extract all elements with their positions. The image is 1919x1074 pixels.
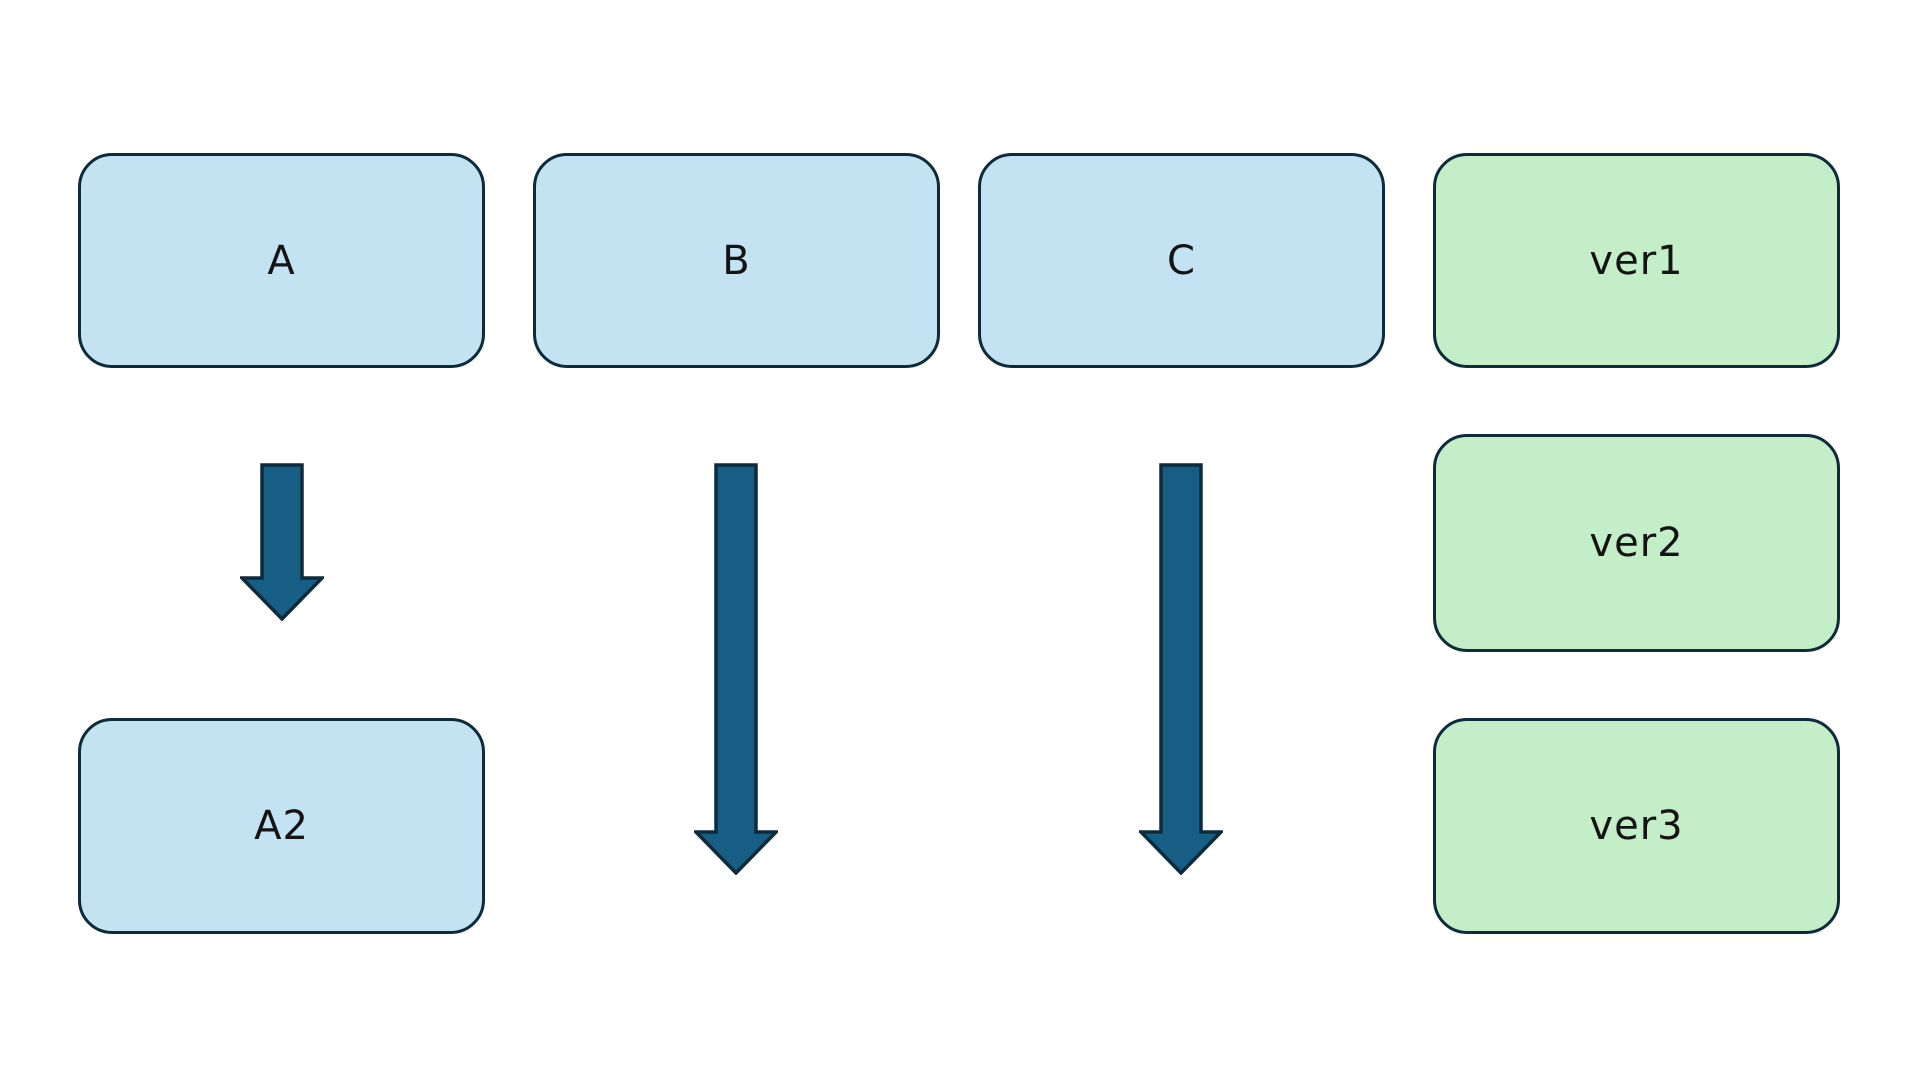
node-ver3-label: ver3 <box>1589 803 1684 849</box>
node-ver1: ver1 <box>1433 153 1840 368</box>
down-arrow-from-b-icon <box>694 463 778 875</box>
node-ver1-label: ver1 <box>1589 237 1684 284</box>
node-b: B <box>533 153 940 368</box>
node-a-label: A <box>267 237 296 284</box>
down-arrow-from-c-icon <box>1139 463 1223 875</box>
node-a2: A2 <box>78 718 485 934</box>
node-a2-label: A2 <box>254 803 309 849</box>
node-c-label: C <box>1167 237 1196 284</box>
down-arrow-from-a-icon <box>240 463 324 621</box>
node-c: C <box>978 153 1385 368</box>
node-a: A <box>78 153 485 368</box>
node-b-label: B <box>722 237 751 284</box>
node-ver3: ver3 <box>1433 718 1840 934</box>
node-ver2: ver2 <box>1433 434 1840 652</box>
node-ver2-label: ver2 <box>1589 520 1684 566</box>
